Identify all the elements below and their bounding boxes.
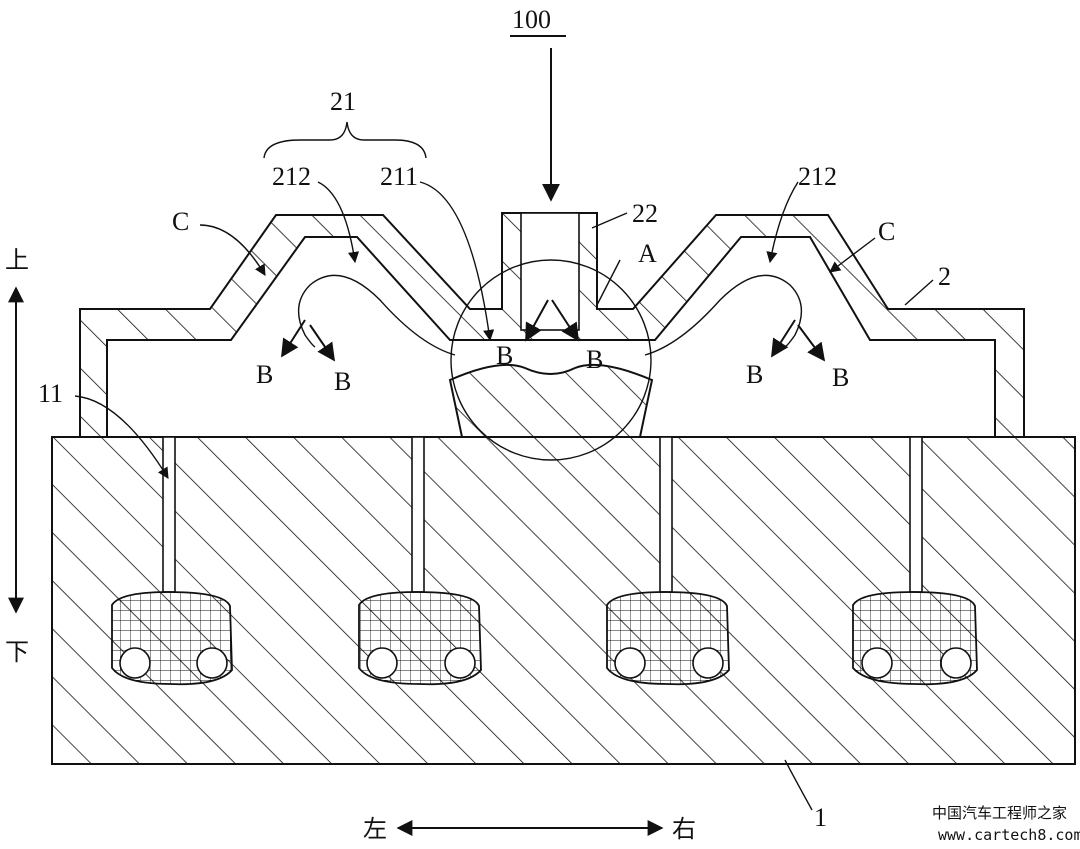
label-22: 22 <box>632 199 658 228</box>
watermark-site: 中国汽车工程师之家 <box>932 804 1067 822</box>
label-b-2: B <box>334 367 351 396</box>
direction-horizontal: 左 右 <box>363 815 696 843</box>
label-left: 左 <box>363 815 387 843</box>
nozzle-4 <box>852 436 978 686</box>
watermark-url: www.cartech8.com <box>938 826 1080 844</box>
label-212-right: 212 <box>798 162 837 191</box>
label-211: 211 <box>380 162 418 191</box>
label-b-1: B <box>256 360 273 389</box>
flow-curves <box>297 274 803 356</box>
label-2: 2 <box>938 262 951 291</box>
label-1: 1 <box>814 803 827 832</box>
label-212-left: 212 <box>272 162 311 191</box>
nozzle-1 <box>111 436 233 686</box>
leader-lines <box>74 181 934 811</box>
brace-21 <box>263 121 427 159</box>
label-c-left: C <box>172 207 189 236</box>
cover-wall <box>79 212 1025 438</box>
label-b-3: B <box>496 341 513 370</box>
label-b-5: B <box>746 360 763 389</box>
watermark: 中国汽车工程师之家 www.cartech8.com <box>932 804 1080 844</box>
label-100: 100 <box>512 5 551 34</box>
label-11: 11 <box>38 379 63 408</box>
nozzle-2 <box>358 436 482 686</box>
label-up: 上 <box>5 246 29 274</box>
label-right: 右 <box>672 815 696 843</box>
central-deflector <box>448 339 654 438</box>
label-c-right: C <box>878 217 895 246</box>
nozzles <box>111 436 978 686</box>
detail-circle-a <box>450 259 652 461</box>
label-b-6: B <box>832 363 849 392</box>
reference-labels: 100 21 212 211 22 212 C C A 2 11 1 B B B… <box>38 5 951 832</box>
label-down: 下 <box>5 638 29 666</box>
label-a: A <box>638 239 657 268</box>
b-arrows <box>281 299 826 362</box>
label-21: 21 <box>330 87 356 116</box>
direction-vertical: 上 下 <box>5 246 29 666</box>
nozzle-3 <box>606 436 730 686</box>
label-b-4: B <box>586 345 603 374</box>
